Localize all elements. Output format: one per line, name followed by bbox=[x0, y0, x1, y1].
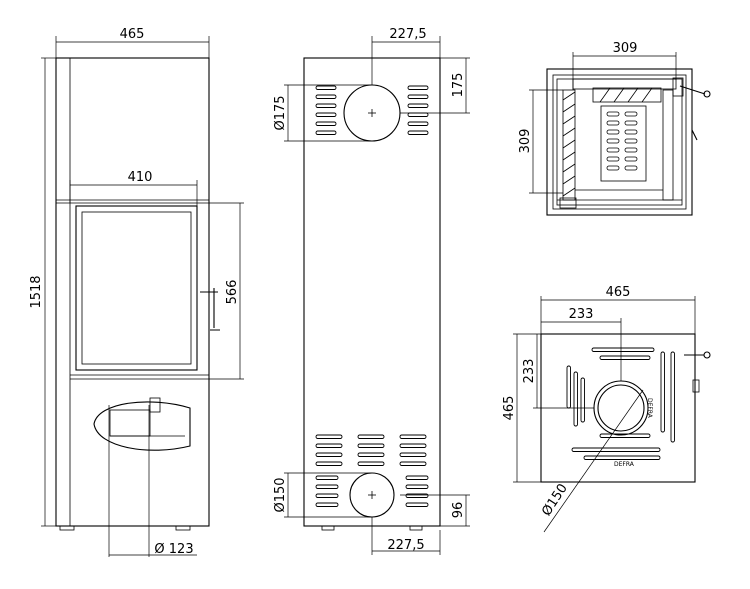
top-half-width-label: 233 bbox=[569, 307, 594, 322]
door-height-label: 566 bbox=[225, 280, 240, 305]
top-flue-ring bbox=[593, 380, 649, 436]
outlet-diameter-label: Ø 123 bbox=[154, 542, 193, 557]
back-top-height-label: 175 bbox=[451, 73, 466, 98]
door bbox=[75, 205, 198, 371]
back-bottom-height-label: 96 bbox=[451, 502, 466, 519]
front-height-label: 1518 bbox=[29, 275, 44, 308]
section-depth-label: 309 bbox=[518, 129, 533, 154]
grate bbox=[600, 105, 647, 182]
back-view: 227,5 175 Ø175 Ø150 96 227,5 bbox=[273, 27, 470, 555]
section-outline bbox=[546, 68, 693, 216]
door-handle bbox=[200, 288, 220, 331]
front-body-outline bbox=[55, 57, 210, 527]
top-vent-slots bbox=[315, 85, 429, 135]
top-half-depth-label: 233 bbox=[522, 359, 537, 384]
front-view: 465 410 1518 566 Ø 123 bbox=[29, 27, 244, 557]
back-top-offset-label: 227,5 bbox=[389, 27, 426, 42]
back-top-diameter-label: Ø175 bbox=[273, 95, 288, 130]
air-intake bbox=[93, 401, 191, 451]
brand-text-vertical: DEFRA bbox=[646, 398, 653, 419]
top-depth-label: 465 bbox=[502, 396, 517, 421]
bottom-vent-slots bbox=[315, 434, 429, 507]
firebox-section-view: 309 309 bbox=[518, 41, 711, 216]
top-width-label: 465 bbox=[606, 285, 631, 300]
top-view: DEFRA DEFRA 465 233 233 465 Ø150 bbox=[502, 285, 711, 533]
door-glass bbox=[81, 211, 192, 365]
front-inner-width-label: 410 bbox=[128, 170, 153, 185]
back-bottom-offset-label: 227,5 bbox=[387, 538, 424, 553]
top-plate-slots bbox=[566, 347, 675, 460]
top-flue-inner bbox=[597, 384, 645, 432]
section-width-label: 309 bbox=[613, 41, 638, 56]
back-bottom-diameter-label: Ø150 bbox=[273, 477, 288, 512]
brand-text: DEFRA bbox=[614, 461, 635, 468]
front-width-label: 465 bbox=[120, 27, 145, 42]
section-handle bbox=[679, 85, 706, 141]
